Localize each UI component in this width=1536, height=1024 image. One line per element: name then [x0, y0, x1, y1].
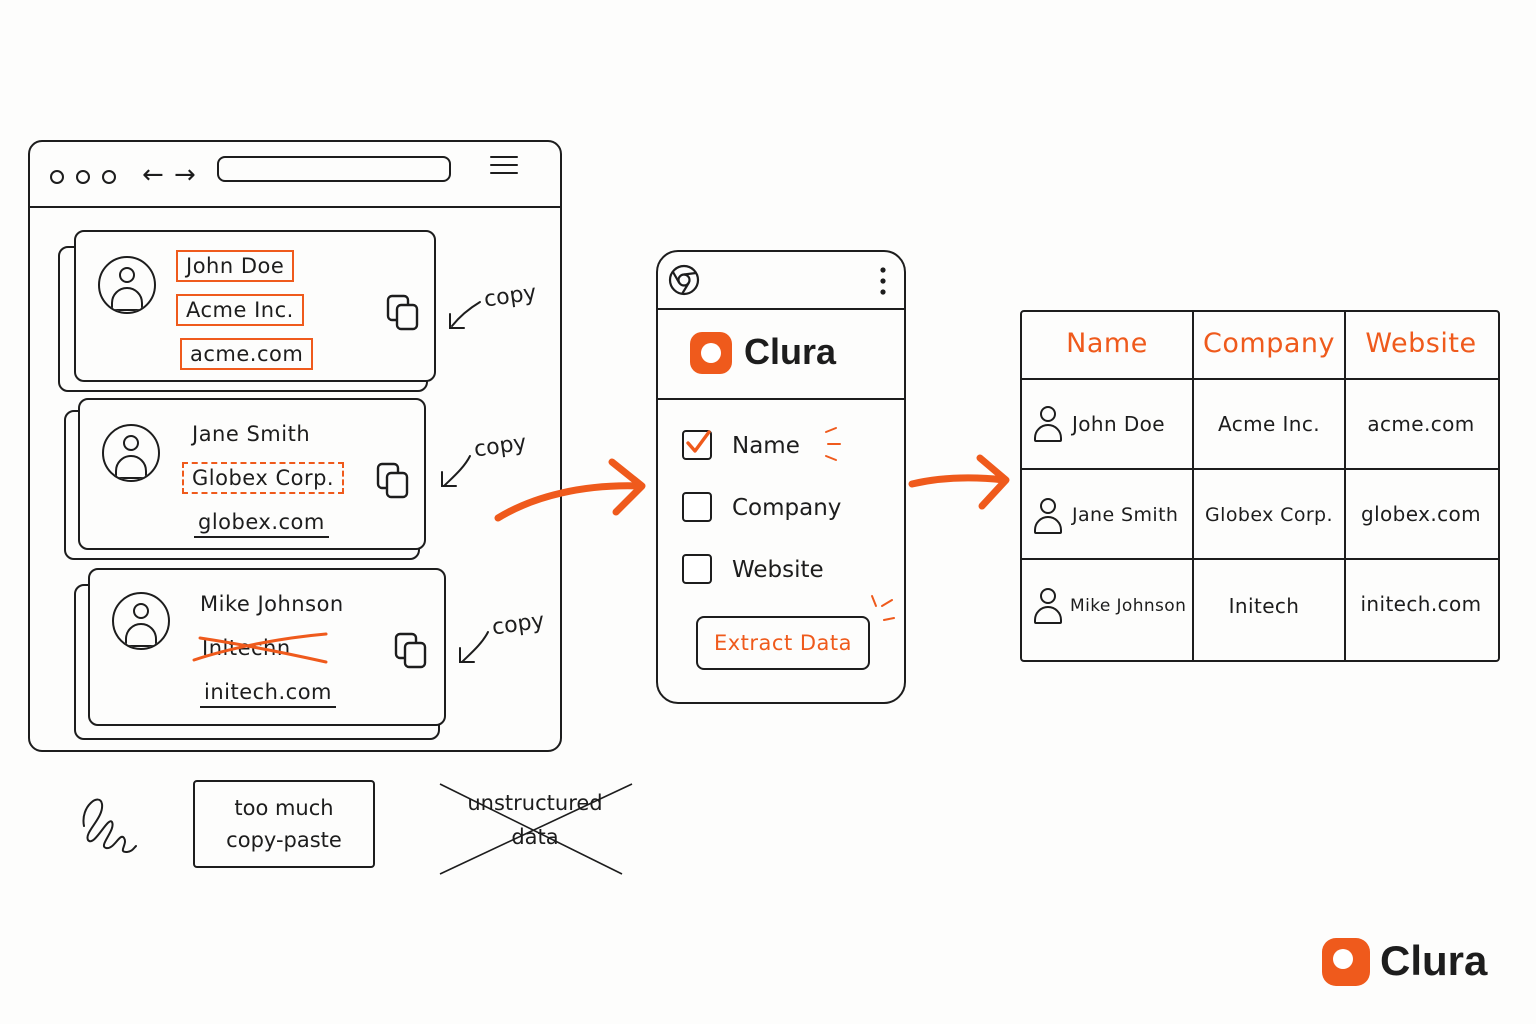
copy-icon[interactable]: [394, 632, 428, 670]
popup-brand-name: Clura: [744, 331, 837, 372]
table-cell: initech.com: [1360, 592, 1482, 616]
card-company-field: Acme Inc.: [176, 294, 304, 326]
checkmark-icon: [686, 430, 711, 453]
person-icon: [1034, 498, 1062, 534]
contact-card: Jane Smith Globex Corp. globex.com: [78, 398, 426, 550]
avatar-icon: [102, 424, 160, 482]
back-arrow-icon[interactable]: ←: [142, 160, 164, 190]
note-line: copy-paste: [226, 828, 342, 852]
table-header-company: Company: [1203, 328, 1335, 359]
chrome-icon: [668, 264, 700, 296]
sparkle-marks: [871, 595, 895, 621]
flow-arrow-icon: [908, 454, 1010, 510]
table-cell: Jane Smith: [1072, 504, 1179, 526]
sparkle-marks: [825, 427, 841, 461]
address-bar[interactable]: [217, 156, 451, 182]
checkbox-company[interactable]: [682, 492, 712, 522]
card-name-field: John Doe: [176, 250, 295, 282]
table-cell: Initech: [1228, 594, 1300, 618]
forward-arrow-icon[interactable]: →: [174, 160, 196, 190]
person-icon: [1034, 406, 1062, 442]
table-cell: Globex Corp.: [1205, 504, 1333, 526]
note-line: unstructured: [467, 791, 603, 815]
contact-card: John Doe Acme Inc. acme.com: [74, 230, 436, 382]
table-cell: globex.com: [1360, 502, 1482, 526]
card-website-field: globex.com: [194, 508, 329, 538]
result-table: Name Company Website John Doe Acme Inc. …: [1020, 310, 1500, 662]
clura-footer-logo-icon: [1322, 938, 1370, 986]
person-icon: [1034, 588, 1062, 624]
flow-arrow-icon: [494, 458, 646, 522]
card-website-field: initech.com: [200, 678, 337, 708]
copy-icon[interactable]: [376, 462, 410, 500]
strike-through-mark: [192, 632, 328, 664]
browser-toolbar: ← →: [30, 142, 560, 208]
clura-logo-icon: [690, 332, 732, 374]
extension-popup: Clura Name Company Website Extract Data: [656, 250, 906, 704]
card-name-field: Mike Johnson: [200, 592, 344, 616]
note-too-much-copy-paste: too much copy-paste: [193, 780, 375, 868]
checkbox-website[interactable]: [682, 554, 712, 584]
avatar-icon: [112, 592, 170, 650]
table-cell: Acme Inc.: [1218, 412, 1320, 436]
option-label: Website: [732, 557, 824, 583]
footer-brand-name: Clura: [1380, 937, 1488, 984]
popup-brand-bar: Clura: [658, 308, 904, 400]
card-name-field: Jane Smith: [192, 422, 311, 446]
copy-icon[interactable]: [386, 294, 420, 332]
avatar-icon: [98, 256, 156, 314]
option-label: Company: [732, 495, 842, 521]
table-cell: Mike Johnson: [1070, 596, 1187, 616]
contact-card: Mike Johnson Initechn initech.com: [88, 568, 446, 726]
window-dot-icon: [50, 170, 64, 184]
option-label: Name: [732, 433, 800, 459]
card-company-field: Globex Corp.: [182, 462, 345, 494]
window-dot-icon: [76, 170, 90, 184]
checkbox-name[interactable]: [682, 430, 712, 460]
table-header-name: Name: [1066, 328, 1148, 359]
kebab-menu-icon[interactable]: [878, 266, 888, 296]
cross-out-mark: [439, 783, 633, 875]
extract-data-button[interactable]: Extract Data: [696, 616, 870, 670]
note-line: too much: [234, 796, 334, 820]
window-dot-icon: [102, 170, 116, 184]
table-header-website: Website: [1365, 328, 1477, 359]
popup-header: [658, 252, 904, 310]
scribble-icon: [82, 798, 137, 854]
table-cell: acme.com: [1367, 412, 1475, 436]
table-cell: John Doe: [1072, 412, 1165, 436]
copy-pointer-arrows: [441, 301, 489, 663]
card-website-field: acme.com: [180, 338, 314, 370]
